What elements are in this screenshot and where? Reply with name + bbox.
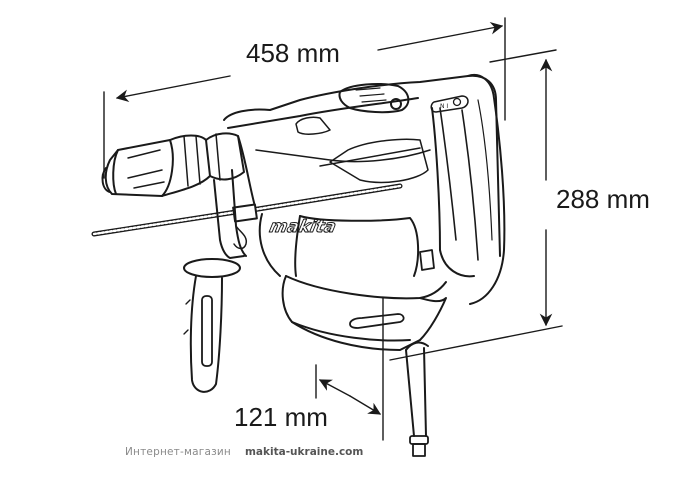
height-extension-bottom	[389, 325, 563, 361]
height-dimension-line	[389, 49, 563, 361]
watermark-site: makita-ukraine.com	[244, 446, 364, 458]
rear-handle: N I	[419, 74, 506, 305]
depth-dimension-label: 121 mm	[234, 402, 328, 432]
makita-logo: makita	[268, 217, 338, 237]
watermark-prefix: Интернет-магазин	[125, 446, 231, 458]
length-dimension-line	[103, 17, 506, 179]
drill-body: makita	[223, 74, 501, 351]
length-arrow-right	[377, 21, 504, 51]
switch-label: N I	[440, 103, 448, 110]
watermark: Интернет-магазин makita-ukraine.com	[125, 446, 363, 458]
depth-arrow-left	[318, 379, 351, 397]
length-dimension-label: 458 mm	[246, 38, 340, 68]
depth-dimension-line	[315, 297, 384, 441]
power-cord	[405, 341, 429, 457]
height-dimension-label: 288 mm	[556, 184, 650, 214]
depth-gauge-rod	[91, 183, 403, 237]
depth-arrow-right	[349, 395, 382, 415]
side-handle	[183, 169, 248, 393]
height-extension-top	[489, 49, 557, 63]
drill-chuck	[101, 132, 245, 197]
length-arrow-left	[115, 75, 231, 103]
